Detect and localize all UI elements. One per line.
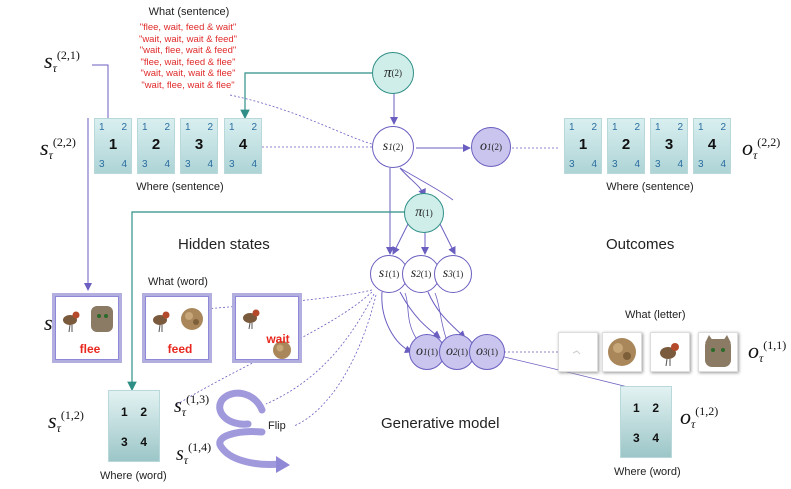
cat-icon	[705, 335, 731, 367]
pi-2-node: π(2)	[372, 52, 414, 94]
letter-thumb-bird	[650, 332, 690, 372]
pi2-to-where-arrow	[240, 72, 372, 120]
letter-thumb-blank	[558, 332, 598, 372]
word-label-flee: flee	[79, 342, 101, 356]
sentence-item: "flee, wait, feed & wait"	[139, 22, 237, 33]
sentence-item: "wait, flee, wait & flee"	[141, 79, 235, 91]
where-sentence-left-label: Where (sentence)	[136, 181, 224, 193]
where-word-grid-right: 1 2 3 4	[620, 386, 672, 458]
letter-thumb-seeds	[602, 332, 642, 372]
pi-1-node: π(1)	[404, 193, 444, 233]
what-letter-title: What (letter)	[625, 309, 686, 321]
where-word-right-label: Where (word)	[614, 466, 681, 478]
generative-model-label: Generative model	[381, 415, 500, 432]
hidden-states-label: Hidden states	[178, 236, 270, 253]
word-box-feed: feed	[142, 293, 212, 363]
blank-icon	[572, 350, 581, 355]
word-box-wait: wait	[232, 293, 302, 363]
o-tau-2-2-label: oτ(2,2)	[742, 135, 781, 163]
where-word-grid-left: 1 2 3 4	[108, 390, 160, 462]
sentence-item: "flee, wait, feed & flee"	[140, 56, 236, 68]
sentence-item: "wait, wait, wait & flee"	[140, 68, 236, 79]
word-label-wait: wait	[266, 332, 290, 346]
s-tau-1-4-label: sτ(1,4)	[176, 440, 212, 468]
s-tau-2-2-label: sτ(2,2)	[40, 135, 76, 163]
what-word-title: What (word)	[148, 276, 208, 288]
sentence-item: "wait, wait, wait & feed"	[138, 33, 238, 45]
sentence-list: "flee, wait, feed & wait" "wait, wait, w…	[128, 22, 248, 91]
o-tau-1-1-label: oτ(1,1)	[748, 338, 787, 366]
bird-icon	[660, 343, 679, 367]
word-label-feed: feed	[167, 342, 193, 356]
outcomes-label: Outcomes	[606, 236, 675, 253]
bird-then-seeds-icon	[243, 309, 291, 359]
what-sentence-title: What (sentence)	[148, 6, 230, 18]
s-tau-2-1-label: sτ(2,1)	[44, 48, 80, 76]
bird-and-seeds-icon	[153, 308, 203, 333]
where-sentence-right-label: Where (sentence)	[606, 181, 694, 193]
where-word-left-label: Where (word)	[100, 470, 167, 482]
word-box-flee: flee	[52, 293, 122, 363]
bird-and-cat-icon	[63, 306, 113, 333]
letter-thumb-cat	[698, 332, 738, 372]
sentence-item: "wait, flee, wait & feed"	[139, 45, 237, 56]
s-tau-1-3-label: sτ(1,3)	[174, 392, 210, 420]
s21-connector	[92, 64, 109, 118]
s-tau-1-2-label: sτ(1,2)	[48, 408, 84, 436]
seeds-icon	[608, 338, 636, 366]
o-tau-1-2-label: oτ(1,2)	[680, 404, 719, 432]
flip-label: Flip	[268, 420, 286, 432]
